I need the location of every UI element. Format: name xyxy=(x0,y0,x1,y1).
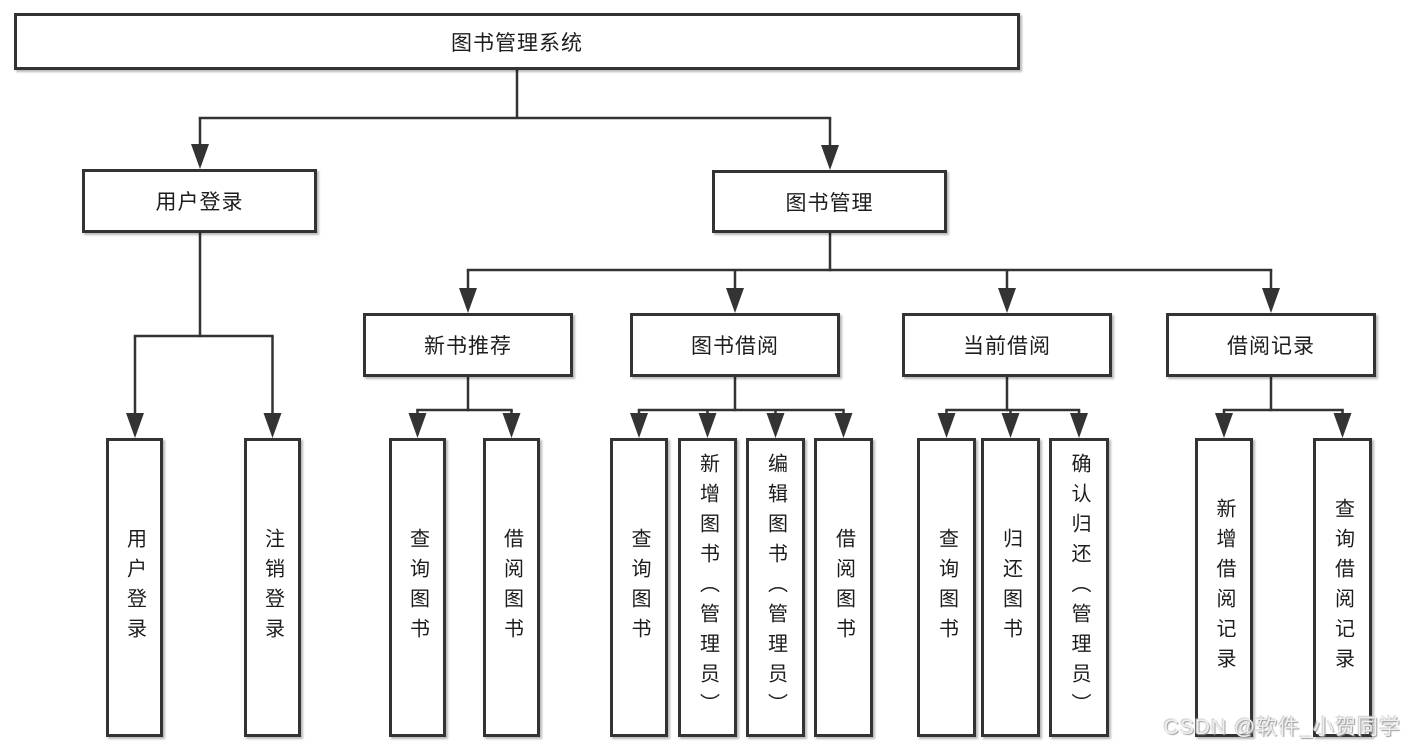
node-label: 查询借阅记录 xyxy=(1331,497,1354,678)
node-book-management: 图书管理 xyxy=(712,170,947,233)
node-label: 查询图书 xyxy=(406,527,429,648)
leaf-borrow-books: 借阅图书 xyxy=(814,438,873,737)
node-label: 图书管理系统 xyxy=(451,31,583,55)
leaf-query-borrow-record: 查询借阅记录 xyxy=(1313,438,1372,737)
leaf-edit-books-admin: 编辑图书（管理员） xyxy=(746,438,805,737)
node-borrowing-records: 借阅记录 xyxy=(1166,313,1376,377)
node-library-management-system: 图书管理系统 xyxy=(14,13,1020,70)
node-label: 确认归还（管理员） xyxy=(1068,452,1090,723)
node-label: 新书推荐 xyxy=(424,335,512,358)
node-label: 用户登录 xyxy=(123,527,146,648)
leaf-return-books: 归还图书 xyxy=(981,438,1040,737)
leaf-borrow-books-recommend: 借阅图书 xyxy=(483,438,540,737)
node-label: 编辑图书（管理员） xyxy=(764,452,787,723)
node-label: 借阅图书 xyxy=(500,527,523,648)
node-user-login: 用户登录 xyxy=(82,169,317,233)
node-label: 借阅记录 xyxy=(1227,335,1315,358)
node-label: 注销登录 xyxy=(261,527,284,648)
leaf-logout: 注销登录 xyxy=(244,438,301,737)
leaf-query-books-current: 查询图书 xyxy=(917,438,976,737)
node-current-borrowing: 当前借阅 xyxy=(902,313,1112,377)
leaf-add-borrow-record: 新增借阅记录 xyxy=(1195,438,1253,737)
leaf-confirm-return-admin: 确认归还（管理员） xyxy=(1049,438,1109,737)
node-label: 新增借阅记录 xyxy=(1213,497,1235,678)
node-label: 图书管理 xyxy=(785,191,874,215)
node-label: 归还图书 xyxy=(999,527,1022,648)
leaf-query-books-recommend: 查询图书 xyxy=(389,438,446,737)
node-label: 用户登录 xyxy=(155,191,244,214)
node-book-borrowing: 图书借阅 xyxy=(630,313,840,377)
node-label: 借阅图书 xyxy=(832,527,855,648)
node-new-book-recommendation: 新书推荐 xyxy=(363,313,573,377)
leaf-query-books-borrowing: 查询图书 xyxy=(610,438,668,737)
node-label: 查询图书 xyxy=(628,527,650,648)
leaf-user-login: 用户登录 xyxy=(106,438,163,737)
node-label: 新增图书（管理员） xyxy=(696,452,719,723)
node-label: 当前借阅 xyxy=(963,335,1051,358)
node-label: 图书借阅 xyxy=(691,335,779,358)
node-label: 查询图书 xyxy=(935,527,958,648)
leaf-add-books-admin: 新增图书（管理员） xyxy=(678,438,737,737)
